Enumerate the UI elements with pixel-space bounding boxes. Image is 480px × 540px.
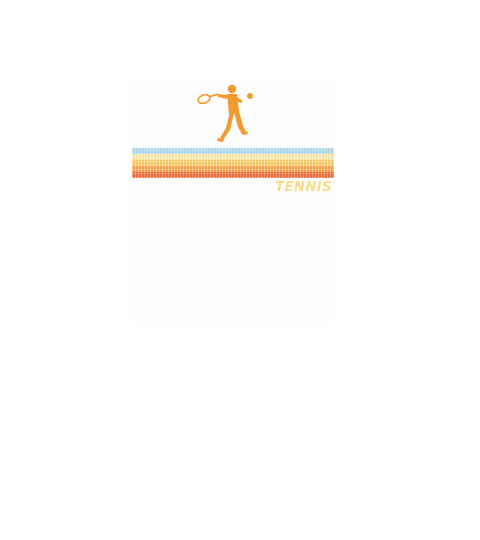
stripe-red xyxy=(132,172,334,178)
stripe-blue xyxy=(132,148,334,154)
distress-texture xyxy=(132,148,334,178)
stripe-yellow xyxy=(132,160,334,166)
tennis-player-silhouette-icon xyxy=(197,84,253,142)
retro-stripe-band xyxy=(132,148,334,178)
stripe-orange xyxy=(132,166,334,172)
stripe-cream xyxy=(132,154,334,160)
tshirt-design: TENNIS xyxy=(130,82,334,324)
sport-label: TENNIS xyxy=(275,180,332,195)
